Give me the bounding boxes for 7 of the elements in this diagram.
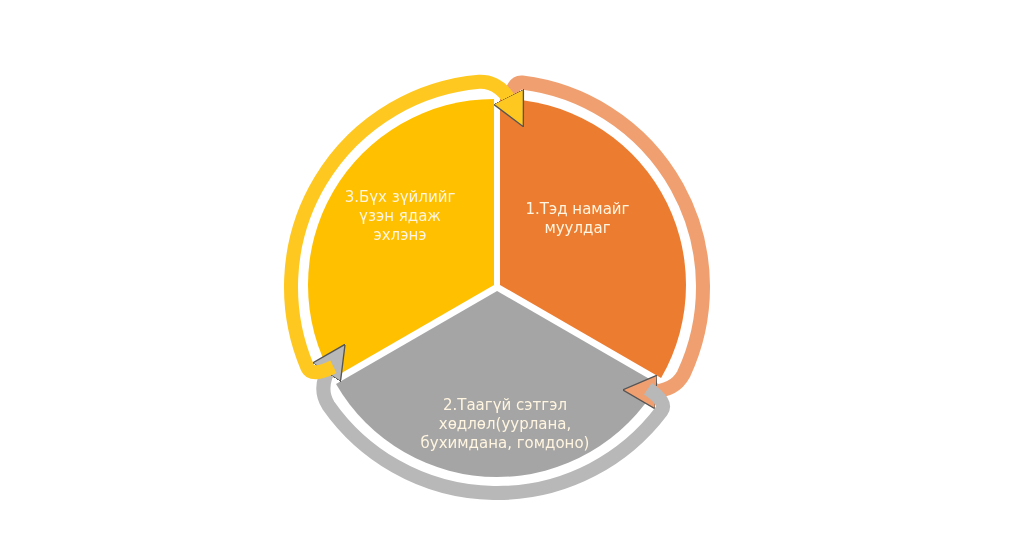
- pie-segment: [307, 99, 494, 378]
- curved-arrow: [284, 74, 525, 380]
- segment-label: 3.Бүх зүйлийг үзэн ядаж эхлэнэ: [343, 188, 457, 245]
- pie-segment: [500, 99, 687, 378]
- segment-label: 1.Тэд намайг муулдаг: [524, 200, 631, 238]
- curved-arrow: [311, 343, 670, 500]
- segment-label: 2.Таагүй сэтгэл хөдлөл(уурлана, бухимдана, гомдоно): [419, 396, 591, 453]
